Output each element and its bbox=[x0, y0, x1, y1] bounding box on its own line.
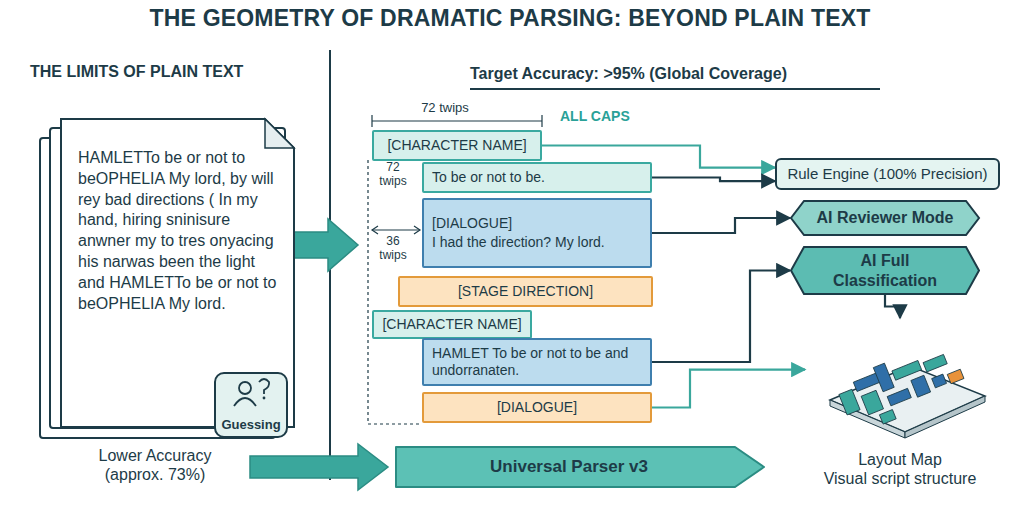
node-text: Visual script structure bbox=[807, 469, 993, 488]
node-text: I had the direction? My lord. bbox=[432, 234, 642, 251]
layout-map-illustration bbox=[830, 338, 985, 438]
node-text: [DIALOGUE] bbox=[432, 215, 642, 232]
rule-engine-box: Rule Engine (100% Precision) bbox=[775, 158, 1000, 190]
character-box: [CHARACTER NAME] bbox=[372, 310, 532, 339]
parser-band: Universal Parser v3 bbox=[395, 446, 765, 488]
flow-arrow bbox=[288, 219, 358, 271]
node-text: Universal Parser v3 bbox=[409, 457, 729, 477]
dialogue-box: [DIALOGUE] bbox=[422, 392, 652, 423]
node-text: Rule Engine (100% Precision) bbox=[785, 165, 990, 183]
guess-badge: Guessing bbox=[214, 372, 288, 438]
accuracy-note: Lower Accuracy (approx. 73%) bbox=[80, 446, 230, 484]
connector bbox=[652, 370, 805, 408]
stage-direction-box: [STAGE DIRECTION] bbox=[398, 276, 653, 307]
connector bbox=[652, 218, 790, 233]
dimension-label: 72 twips bbox=[400, 100, 490, 116]
dimension-label: 72 twips bbox=[373, 160, 413, 189]
layout-map: Layout MapVisual script structure bbox=[805, 318, 995, 490]
flow-arrow bbox=[250, 444, 388, 490]
node-text: [CHARACTER NAME] bbox=[380, 316, 524, 333]
node-text: [STAGE DIRECTION] bbox=[408, 283, 643, 300]
mode-hexagon: AI Full Classification bbox=[790, 246, 980, 295]
node-text: To be or not to be. bbox=[432, 169, 642, 186]
connector bbox=[652, 271, 790, 363]
dialogue-box: [DIALOGUE] I had the direction? My lord. bbox=[422, 198, 652, 268]
style-note: ALL CAPS bbox=[560, 108, 660, 125]
connector bbox=[885, 295, 900, 318]
dimension-label: 36 twips bbox=[373, 234, 413, 263]
underline bbox=[470, 88, 880, 90]
dialogue-box: HAMLET To be or not to be and undorranat… bbox=[422, 338, 652, 386]
node-text: HAMLET To be or not to be and undorranat… bbox=[432, 345, 642, 379]
node-text: AI Reviewer Mode bbox=[808, 208, 962, 227]
node-text: [CHARACTER NAME] bbox=[380, 137, 534, 154]
section-heading: Target Accuracy: >95% (Global Coverage) bbox=[470, 64, 890, 83]
title: THE GEOMETRY OF DRAMATIC PARSING: BEYOND… bbox=[0, 5, 1020, 32]
section-heading: THE LIMITS OF PLAIN TEXT bbox=[30, 62, 320, 81]
character-box: [CHARACTER NAME] bbox=[372, 130, 542, 161]
connector bbox=[652, 178, 775, 182]
text-box: To be or not to be. bbox=[422, 162, 652, 193]
node-text: Guessing bbox=[216, 417, 286, 433]
node-text: AI Full Classification bbox=[808, 251, 962, 289]
node-text: Layout Map bbox=[807, 450, 993, 469]
node-text: [DIALOGUE] bbox=[432, 399, 642, 416]
node-text: HAMLETTo be or not to beOPHELIA My lord,… bbox=[78, 148, 277, 314]
mode-hexagon: AI Reviewer Mode bbox=[790, 200, 980, 236]
